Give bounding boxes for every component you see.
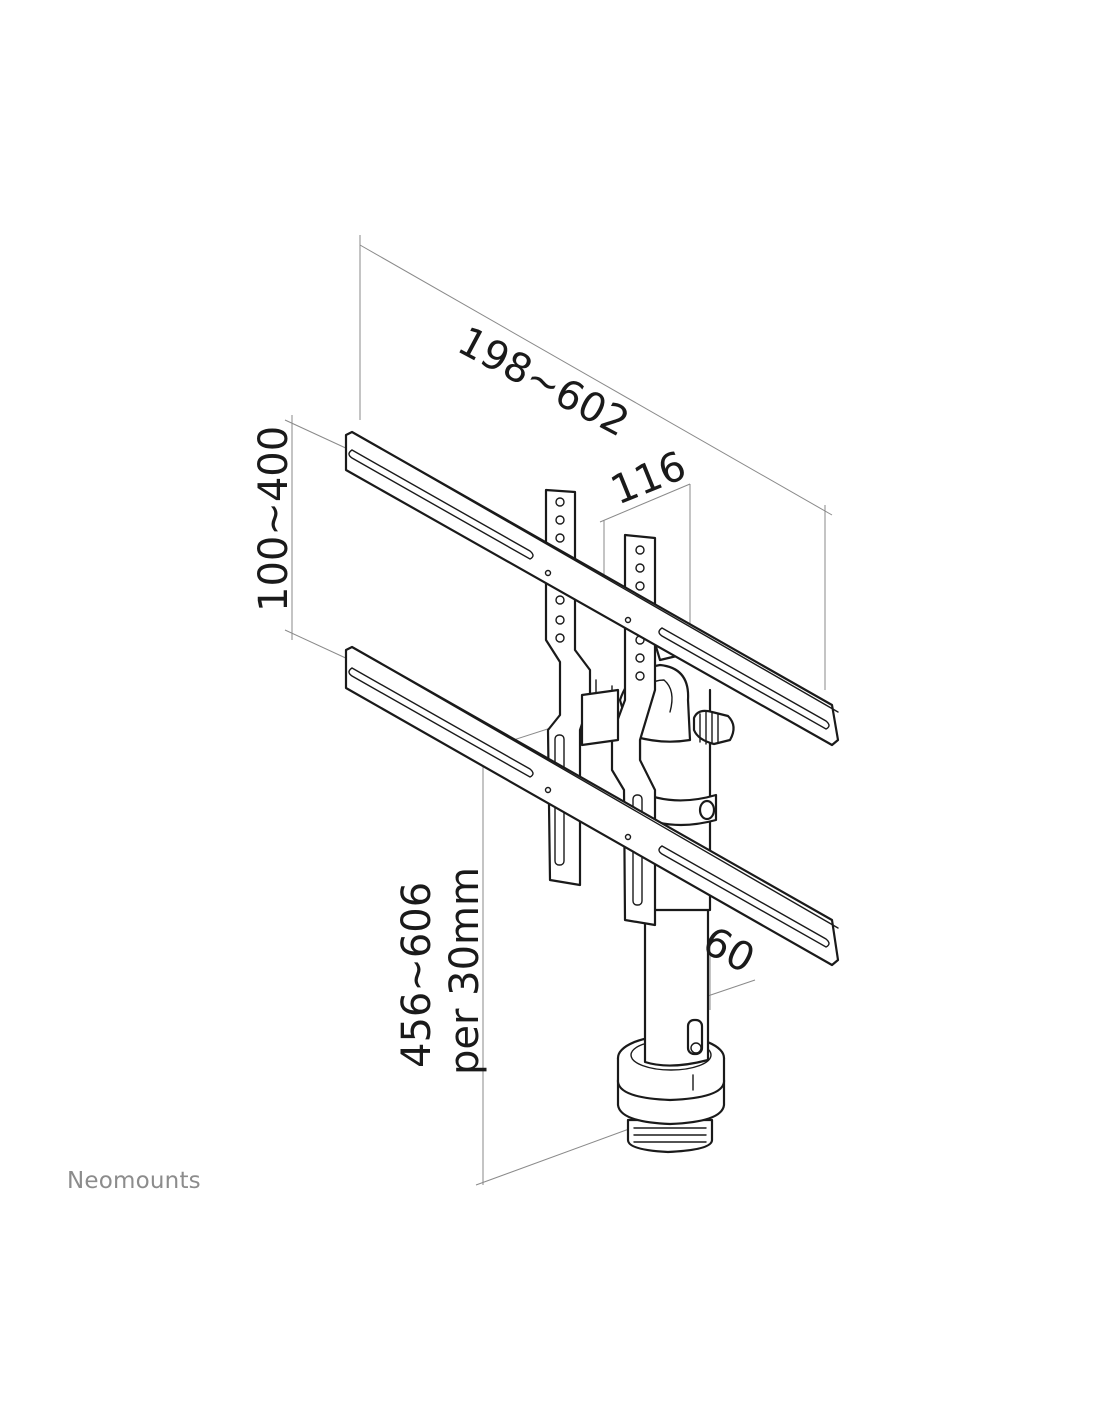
spacing-label: 116 <box>605 443 693 514</box>
width-range-label: 198~602 <box>450 318 636 446</box>
pole-height-label: 456~606 <box>394 882 440 1068</box>
bottom-rail <box>344 645 840 967</box>
top-rail <box>344 430 840 747</box>
height-range-label: 100~400 <box>251 426 297 612</box>
rail-holes <box>544 569 632 841</box>
pole-step-label: per 30mm <box>442 867 488 1075</box>
brand-logo: Neomounts <box>67 1168 201 1194</box>
